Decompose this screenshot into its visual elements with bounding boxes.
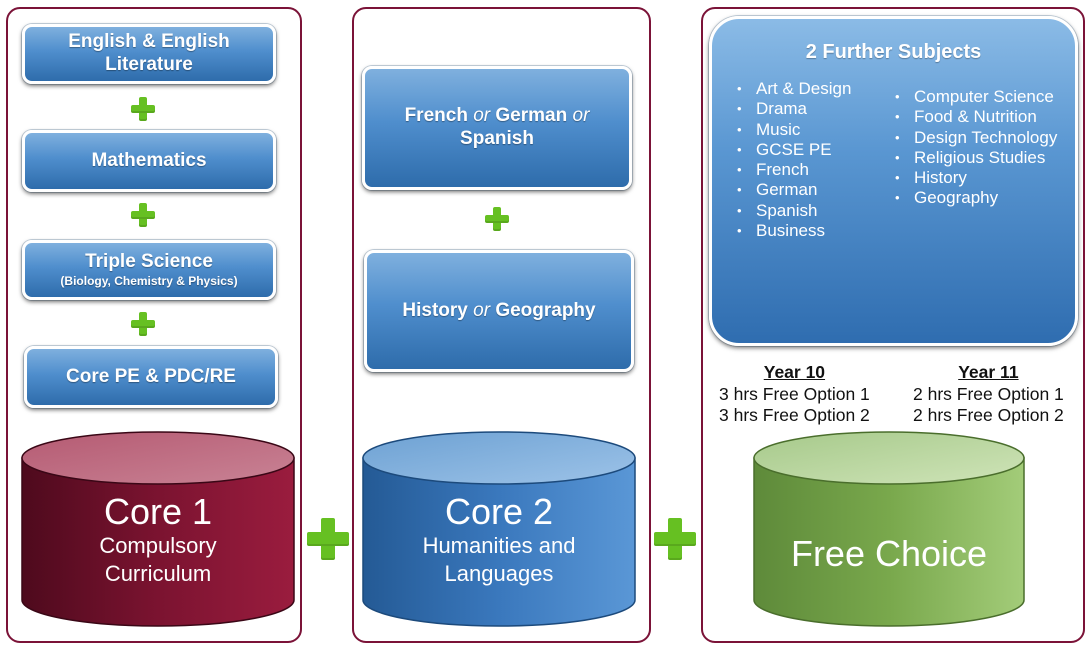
english-line1: English & English xyxy=(68,31,230,53)
plus-icon xyxy=(654,518,696,560)
english-box: English & English Literature xyxy=(22,24,276,84)
humanities-or: or xyxy=(473,299,491,321)
subject-item: Music xyxy=(734,120,851,141)
humanities-opt1: History xyxy=(402,299,468,321)
year10-line2: 3 hrs Free Option 2 xyxy=(719,405,870,425)
subject-item: Food & Nutrition xyxy=(892,107,1062,128)
language-line1: French or German or xyxy=(405,105,590,128)
core-pe-box: Core PE & PDC/RE xyxy=(24,346,278,408)
mathematics-label: Mathematics xyxy=(91,149,207,171)
core2-line2: Languages xyxy=(444,561,554,587)
plus-icon xyxy=(307,518,349,560)
year11-block: Year 11 2 hrs Free Option 1 2 hrs Free O… xyxy=(913,362,1064,427)
plus-icon xyxy=(485,207,509,231)
year10-line1: 3 hrs Free Option 1 xyxy=(719,383,870,404)
subject-item: Computer Science xyxy=(892,87,1062,108)
language-opt2: German xyxy=(495,105,568,127)
language-opt3: Spanish xyxy=(460,128,534,149)
subject-item: Business xyxy=(734,221,851,242)
core1-cylinder: Core 1 Compulsory Curriculum xyxy=(20,430,296,630)
year10-heading: Year 10 xyxy=(763,362,826,382)
further-subjects-title: 2 Further Subjects xyxy=(805,41,982,63)
plus-icon xyxy=(131,312,155,336)
english-line2: Literature xyxy=(105,54,193,75)
plus-icon xyxy=(131,97,155,121)
plus-icon xyxy=(131,203,155,227)
subject-item: German xyxy=(734,180,851,201)
humanities-opt2: Geography xyxy=(495,299,596,321)
subject-item: History xyxy=(892,168,1062,189)
year11-line1: 2 hrs Free Option 1 xyxy=(913,383,1064,404)
triple-science-label: Triple Science xyxy=(85,251,213,273)
subject-item: Religious Studies xyxy=(892,148,1062,169)
core1-line1: Compulsory xyxy=(99,532,217,558)
triple-science-box: Triple Science (Biology, Chemistry & Phy… xyxy=(22,240,276,300)
core-pe-label: Core PE & PDC/RE xyxy=(66,365,236,387)
subjects-list-right: Computer Science Food & Nutrition Design… xyxy=(892,87,1062,209)
core1-title: Core 1 xyxy=(103,491,213,532)
triple-science-sub: (Biology, Chemistry & Physics) xyxy=(60,274,238,289)
language-opt1: French xyxy=(404,105,468,127)
subject-item: Geography xyxy=(892,188,1062,209)
subject-item: Drama xyxy=(734,99,851,120)
language-box: French or German or Spanish xyxy=(362,66,632,190)
year11-heading: Year 11 xyxy=(958,362,1019,382)
year10-block: Year 10 3 hrs Free Option 1 3 hrs Free O… xyxy=(719,362,870,427)
subjects-list-left: Art & Design Drama Music GCSE PE French … xyxy=(734,79,851,242)
free-choice-title: Free Choice xyxy=(790,533,988,574)
core1-line2: Curriculum xyxy=(104,561,212,587)
further-subjects-box: 2 Further Subjects Art & Design Drama Mu… xyxy=(709,16,1078,346)
core2-cylinder: Core 2 Humanities and Languages xyxy=(361,430,637,630)
subject-item: French xyxy=(734,160,851,181)
free-choice-cylinder: Free Choice xyxy=(752,430,1026,630)
language-or2: or xyxy=(572,105,590,127)
subject-item: Art & Design xyxy=(734,79,851,100)
core2-line1: Humanities and xyxy=(422,532,576,558)
language-or1: or xyxy=(473,105,491,127)
year11-line2: 2 hrs Free Option 2 xyxy=(913,405,1064,425)
core2-title: Core 2 xyxy=(444,491,554,532)
subject-item: Design Technology xyxy=(892,128,1062,149)
humanities-line: History or Geography xyxy=(402,300,595,323)
humanities-box: History or Geography xyxy=(364,250,634,372)
mathematics-box: Mathematics xyxy=(22,130,276,192)
subject-item: GCSE PE xyxy=(734,140,851,161)
subject-item: Spanish xyxy=(734,201,851,222)
